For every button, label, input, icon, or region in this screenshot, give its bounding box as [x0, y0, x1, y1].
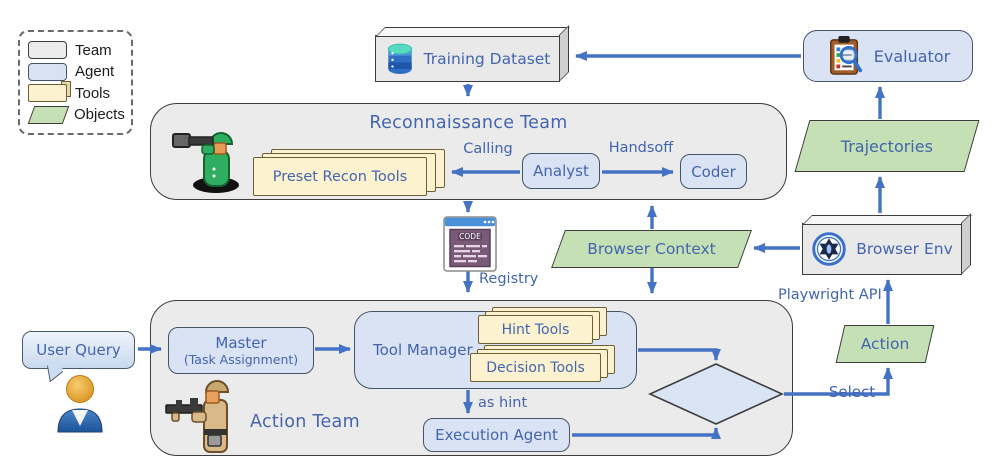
select-label: Select — [828, 383, 876, 401]
action-soldier-icon — [165, 380, 230, 453]
playwright-api-label: Playwright API — [778, 287, 882, 303]
analyst-label: Analyst — [533, 162, 589, 180]
reconnaissance-team-title: Reconnaissance Team — [369, 113, 568, 133]
action-label: Action — [860, 335, 910, 353]
legend-label-team: Team — [75, 41, 112, 59]
edge-execution-to-select — [572, 427, 721, 439]
hint-tools-label: Hint Tools — [501, 321, 570, 338]
execution-agent-label: Execution Agent — [435, 426, 558, 444]
trajectories-label: Trajectories — [840, 136, 934, 156]
training-dataset-box: Training Dataset — [375, 35, 560, 82]
coder-label: Coder — [691, 162, 736, 181]
database-icon — [387, 43, 412, 74]
select-diamond: Select — [648, 362, 875, 426]
as-hint-label: as hint — [478, 395, 528, 411]
team-swatch — [28, 41, 67, 59]
code-label: CODE — [459, 232, 481, 241]
handsoff-label: Handsoff — [608, 140, 674, 156]
tools-swatch — [28, 81, 71, 103]
preset-recon-tools: Preset Recon Tools — [253, 157, 427, 196]
trajectories-parallelogram: Trajectories — [794, 120, 980, 172]
preset-recon-tools-stack: Preset Recon Tools — [253, 149, 445, 196]
browser-env-label: Browser Env — [856, 240, 953, 258]
registry-label: Registry — [479, 271, 539, 287]
master-box: Master (Task Assignment) — [168, 327, 314, 374]
master-sublabel: (Task Assignment) — [183, 352, 299, 367]
master-label: Master — [215, 334, 267, 352]
browser-context-label: Browser Context — [587, 240, 716, 258]
legend: Team Agent Tools Objects — [18, 30, 133, 135]
browser-context-parallelogram: Browser Context — [551, 230, 752, 268]
evaluator-label: Evaluator — [873, 46, 951, 66]
calling-label: Calling — [463, 141, 513, 157]
agent-swatch — [28, 62, 67, 81]
legend-label-agent: Agent — [75, 63, 115, 81]
edge-select-to-action — [784, 367, 893, 396]
legend-item-objects: Objects — [27, 105, 125, 124]
execution-agent-box: Execution Agent — [423, 418, 570, 452]
objects-swatch — [27, 105, 70, 124]
user-query-label: User Query — [36, 341, 121, 359]
hint-tools-stack: Hint Tools — [478, 307, 638, 347]
training-dataset-label: Training Dataset — [423, 49, 551, 68]
browser-env-icon — [812, 232, 846, 266]
legend-label-tools: Tools — [75, 84, 111, 102]
recon-soldier-icon — [172, 132, 239, 193]
tool-manager-label: Tool Manager — [373, 341, 473, 359]
code-window-icon: CODE — [443, 216, 497, 276]
browser-env-box: Browser Env — [802, 223, 962, 275]
user-icon — [57, 375, 103, 433]
tool-manager-box: Tool Manager Hint Tools Decision Tools — [354, 307, 638, 389]
decision-tools-stack: Decision Tools — [470, 345, 638, 385]
decision-tools-label: Decision Tools — [486, 359, 585, 376]
legend-label-objects: Objects — [74, 106, 125, 124]
edge-toolmanager-to-select — [638, 348, 721, 361]
user-query-bubble: User Query — [22, 331, 135, 383]
action-parallelogram: Action — [835, 325, 935, 363]
legend-item-agent: Agent — [28, 62, 123, 81]
preset-recon-tools-label: Preset Recon Tools — [272, 168, 408, 185]
action-team-title: Action Team — [250, 412, 360, 432]
legend-item-tools: Tools — [28, 81, 123, 103]
evaluator-clipboard-icon — [829, 36, 862, 75]
analyst-box: Analyst — [522, 153, 600, 189]
legend-item-team: Team — [28, 41, 123, 59]
coder-box: Coder — [680, 154, 747, 189]
evaluator-box: Evaluator — [803, 30, 973, 82]
